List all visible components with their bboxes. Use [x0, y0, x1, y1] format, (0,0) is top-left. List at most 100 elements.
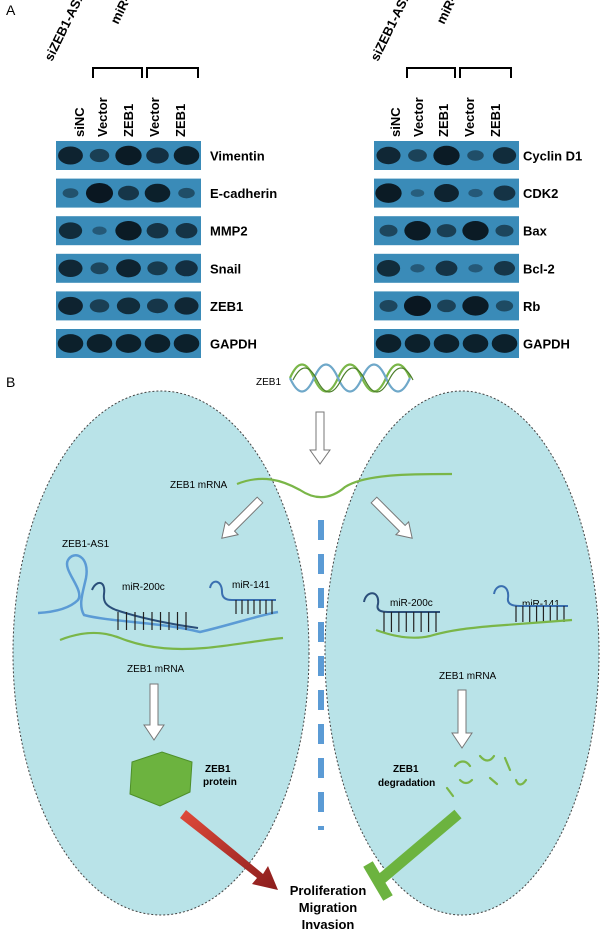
left-blot-band: [92, 226, 107, 235]
left-blot-label: ZEB1: [210, 299, 243, 314]
bracket-right-1: [406, 67, 456, 78]
zeb1-protein-label-2: protein: [203, 777, 237, 788]
left-blot-band: [58, 296, 83, 315]
right-blot-band: [491, 334, 518, 353]
left-blot-band: [58, 146, 83, 165]
left-blot-band: [62, 188, 79, 198]
right-blot-band: [410, 264, 425, 273]
zeb1-mrna-left-cell: [59, 631, 284, 651]
zeb1-mrna-top-label: ZEB1 mRNA: [170, 480, 228, 491]
right-blot-band: [462, 220, 489, 241]
lane-label: ZEB1: [121, 104, 136, 137]
left-blot-strips: [56, 141, 201, 358]
lane-label: Vector: [411, 97, 426, 137]
left-blot-band: [173, 334, 200, 353]
panel-b-label: B: [6, 374, 15, 390]
zeb1-mrna-strand: [236, 472, 453, 499]
left-blot-band: [90, 262, 109, 275]
left-blot-band: [115, 145, 142, 166]
mir-141-right: [493, 585, 568, 607]
right-blot-band: [495, 300, 514, 312]
left-blot-band: [146, 147, 169, 164]
outcome-migration: Migration: [299, 900, 358, 915]
lane-label: ZEB1: [436, 104, 451, 137]
right-blot-band: [495, 224, 514, 237]
right-blot-band: [467, 150, 484, 161]
bracket-right-2: [459, 67, 512, 78]
left-blot-band: [116, 259, 141, 278]
right-blot-band: [408, 149, 427, 162]
zeb1-mrna-right-cell: [375, 618, 573, 639]
activation-arrow: [180, 810, 278, 890]
mrna-fragments-icon: [445, 754, 528, 798]
left-blot-band: [175, 260, 198, 277]
left-blot-band: [115, 334, 142, 353]
left-blot-band: [85, 183, 114, 204]
left-blot-set: siZEB1-AS1 miR-200s siNC Vector ZEB1 Vec…: [41, 0, 277, 358]
dna-helix-icon: [288, 363, 414, 393]
left-blot-band: [115, 220, 142, 241]
left-blot-label: GAPDH: [210, 337, 257, 352]
right-blot-band: [410, 189, 425, 197]
mir-200c-right-label: miR-200c: [390, 598, 433, 609]
left-blot-band: [178, 187, 195, 199]
right-blot-band: [403, 295, 432, 316]
right-blot-band: [437, 299, 456, 313]
group-label-right-1: siZEB1-AS1: [367, 0, 413, 63]
mir-200c-left: [91, 582, 199, 629]
left-blot-band: [116, 297, 141, 315]
lane-label: siNC: [72, 107, 87, 137]
right-blot-band: [434, 184, 459, 203]
right-blot-band: [376, 146, 401, 165]
outcome-invasion: Invasion: [302, 917, 355, 932]
inhibition-bar-icon: [363, 809, 462, 901]
mir-141-left-label: miR-141: [232, 580, 270, 591]
zeb1-as1-lncrna: [37, 554, 279, 634]
degradation-label-1: ZEB1: [393, 764, 419, 775]
zeb1-protein-label-1: ZEB1: [205, 764, 231, 775]
right-blot-label: CDK2: [523, 186, 558, 201]
arrow-to-left-cell: [221, 496, 264, 539]
right-blot-band: [404, 334, 431, 353]
right-blot-strips: [374, 141, 519, 358]
outcome-proliferation: Proliferation: [290, 883, 367, 898]
left-blot-band: [57, 334, 84, 353]
left-blot-band: [58, 222, 83, 240]
lane-label: Vector: [147, 97, 162, 137]
lane-label: Vector: [462, 97, 477, 137]
arrow-mrna-to-protein: [143, 683, 165, 741]
left-blot-band: [144, 183, 171, 203]
left-blot-label: Snail: [210, 261, 241, 276]
base-pair-rungs-141-left: [235, 600, 273, 614]
left-blot-band: [174, 297, 199, 315]
right-blot-band: [404, 220, 431, 241]
right-blot-band: [493, 260, 516, 276]
mir-200c-right: [363, 592, 440, 613]
lane-label: siNC: [388, 107, 403, 137]
base-pair-rungs-200c-right: [383, 612, 437, 632]
right-blot-band: [436, 224, 457, 238]
right-blot-set: siZEB1-AS1 miR-200s siNC Vector ZEB1 Vec…: [367, 0, 582, 358]
group-label-left-1: siZEB1-AS1: [41, 0, 87, 63]
left-blot-band: [147, 261, 168, 276]
lane-label: ZEB1: [488, 104, 503, 137]
left-blot-band: [89, 148, 110, 163]
right-blot-band: [468, 188, 483, 198]
left-blot-band: [173, 146, 200, 165]
right-blot-label: Rb: [523, 299, 540, 314]
zeb1-protein-icon: [129, 751, 193, 807]
bracket-left-1: [92, 67, 143, 78]
right-blot-band: [493, 185, 516, 201]
lane-label: Vector: [95, 97, 110, 137]
base-pair-rungs-141-right: [515, 606, 565, 622]
left-blot-band: [89, 299, 110, 313]
left-blot-band: [58, 259, 83, 277]
left-blot-label: MMP2: [210, 224, 248, 239]
bracket-left-2: [146, 67, 199, 78]
zeb1-gene-label: ZEB1: [256, 377, 281, 388]
zeb1-mrna-right-label: ZEB1 mRNA: [439, 671, 497, 682]
left-blot-band: [144, 334, 171, 353]
panel-a-label: A: [6, 2, 16, 18]
